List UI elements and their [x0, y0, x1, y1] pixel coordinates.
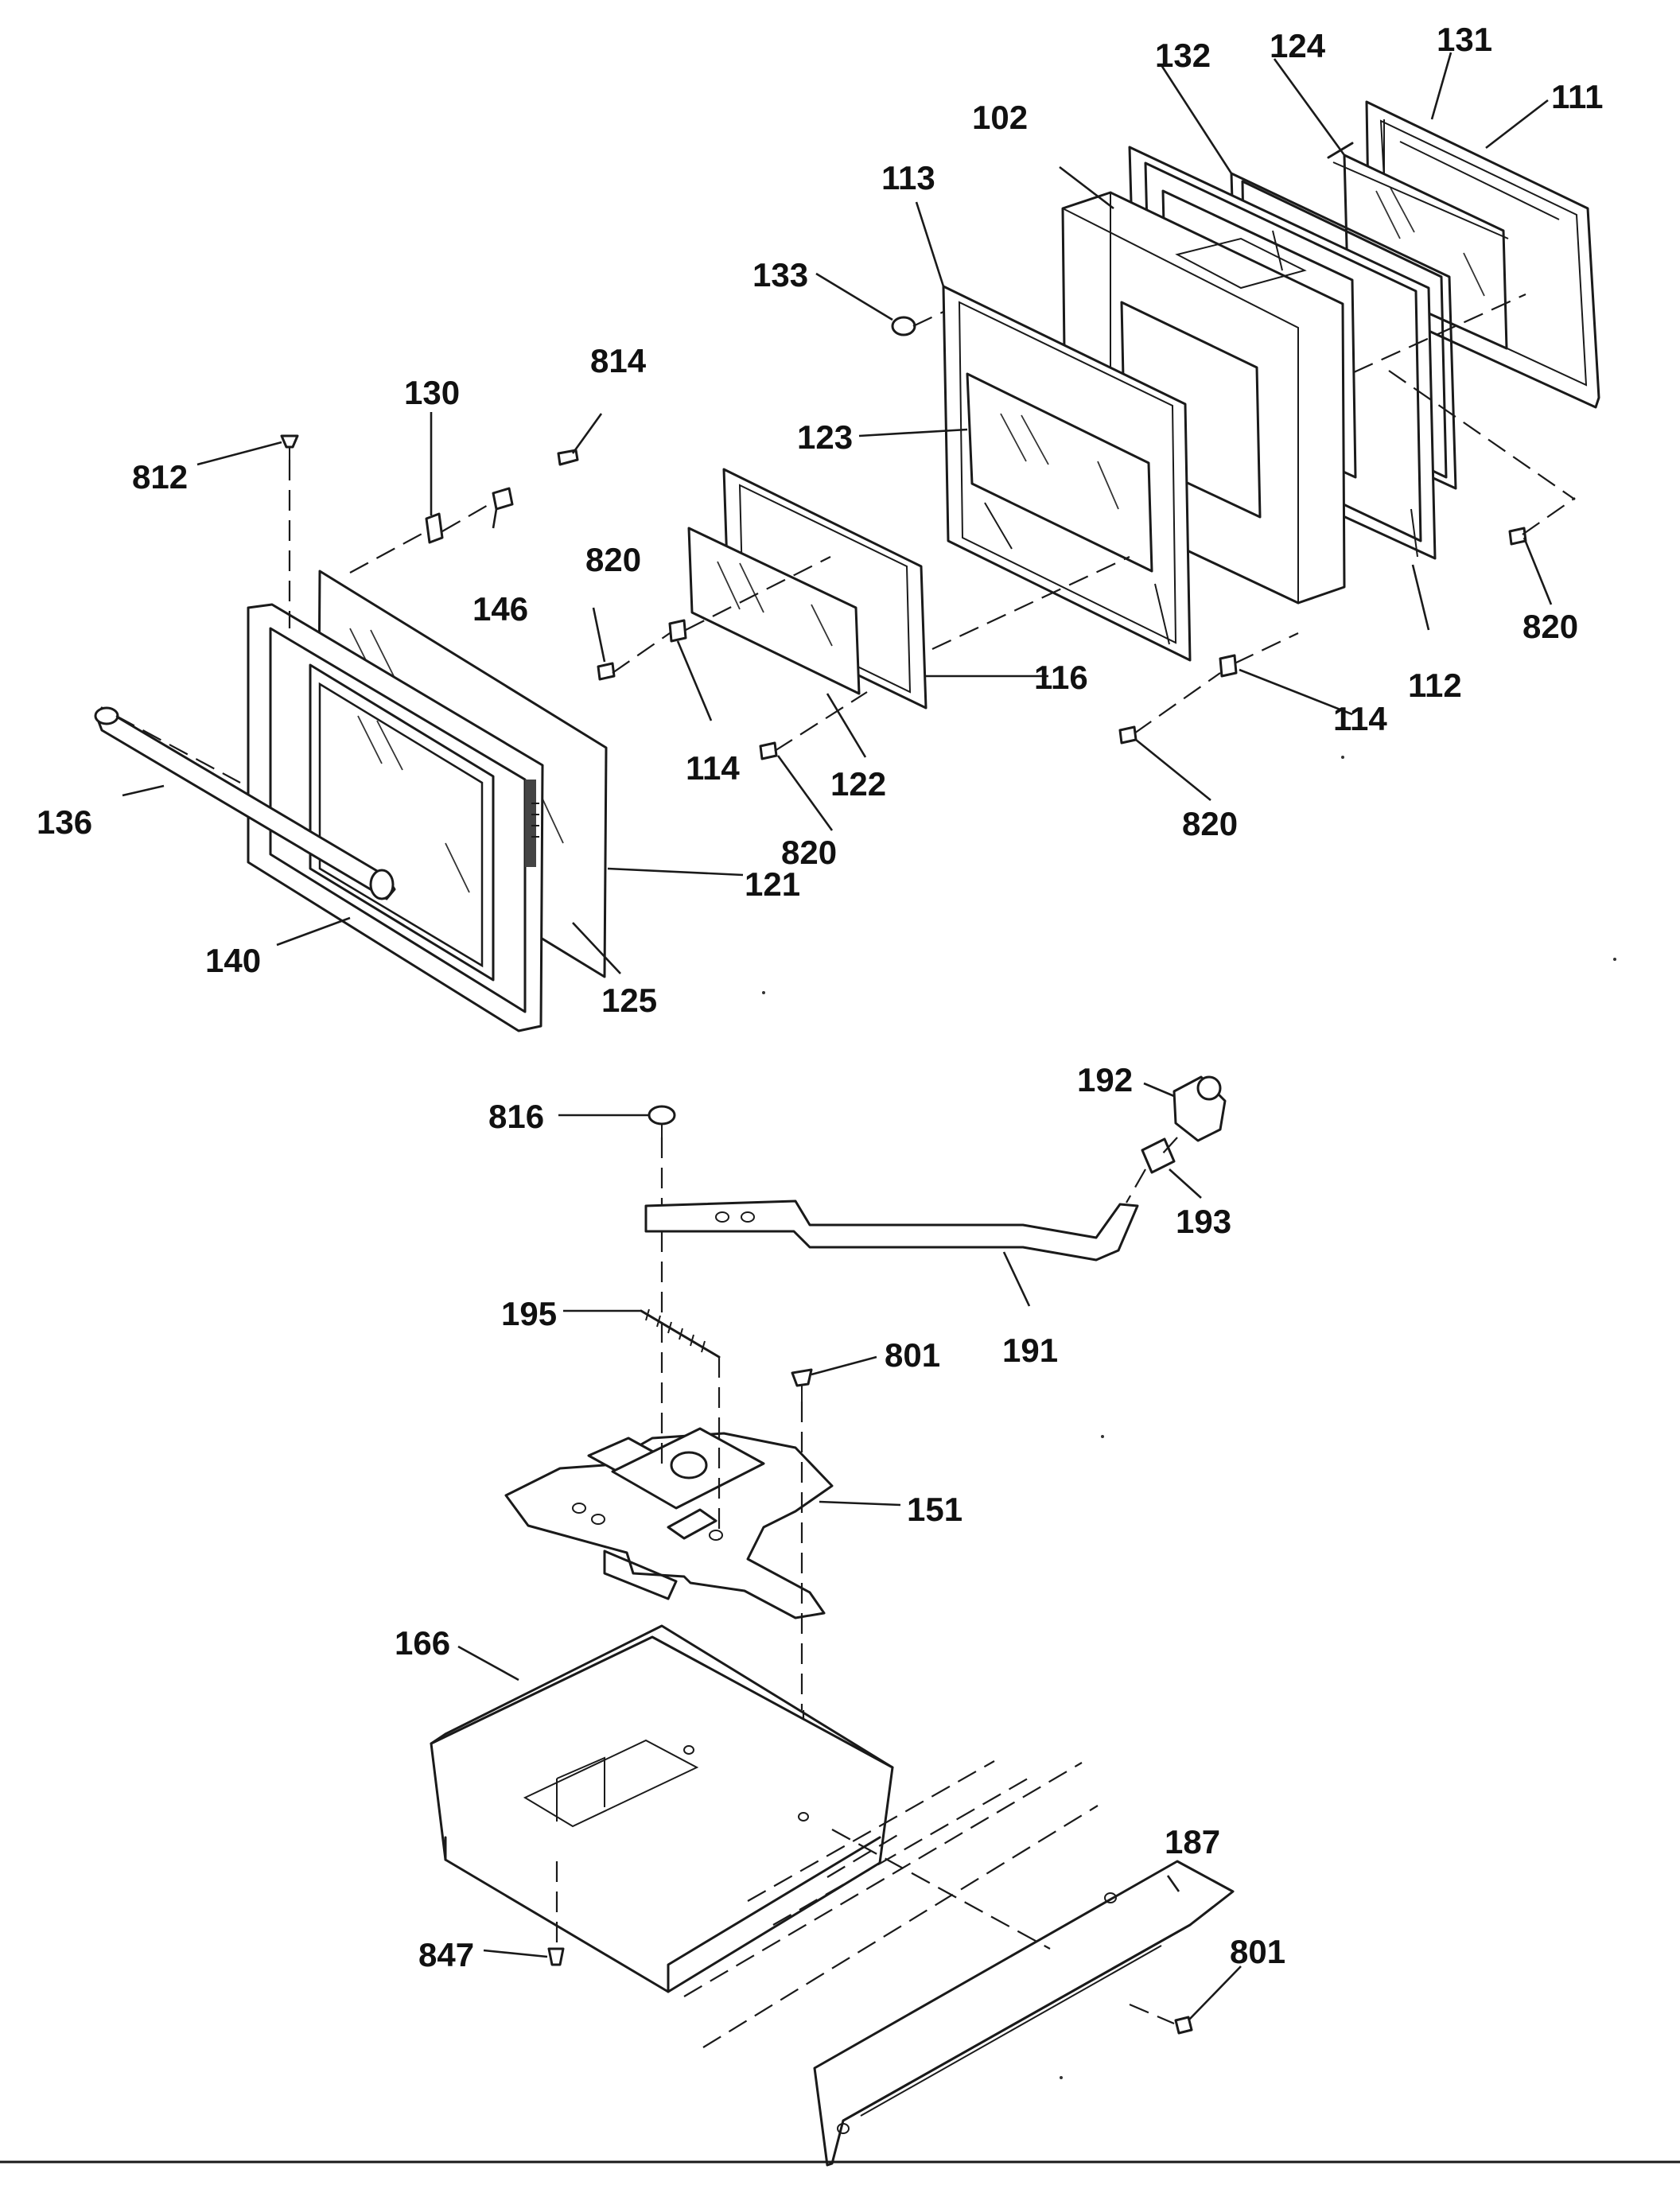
mounting-rail-outline	[683, 1760, 1099, 2048]
callout-131: 131	[1437, 21, 1492, 58]
callout-820-lower-right: 820	[1182, 805, 1238, 842]
callout-801-lower: 801	[1230, 1933, 1285, 1970]
leader-lines	[122, 52, 1553, 2021]
callout-140: 140	[205, 942, 261, 979]
part-122-middle-glass	[687, 527, 861, 695]
callout-133: 133	[752, 256, 808, 294]
part-125-vent	[531, 803, 539, 838]
callout-146: 146	[472, 590, 528, 628]
part-820-screw-right	[1508, 527, 1527, 546]
part-812-screw	[280, 434, 299, 460]
callout-814: 814	[590, 342, 647, 379]
part-191-lock-arm	[644, 1199, 1139, 1262]
callout-112: 112	[1408, 667, 1462, 704]
part-820-screw-left	[597, 662, 616, 681]
part-166-lock-box	[430, 1624, 894, 1993]
callout-111: 111	[1551, 78, 1603, 115]
callout-136: 136	[37, 803, 92, 841]
callout-166: 166	[395, 1624, 450, 1662]
callout-114-right: 114	[1333, 700, 1387, 737]
part-193-clip	[1141, 1137, 1176, 1174]
callout-125: 125	[601, 982, 657, 1019]
callout-151: 151	[907, 1491, 962, 1528]
part-816-screw	[648, 1105, 676, 1137]
callout-820-right: 820	[1522, 608, 1578, 645]
callout-191: 191	[1002, 1332, 1058, 1369]
bottom-rule	[0, 756, 1680, 2164]
part-114-clip-right	[1219, 654, 1238, 678]
part-131-rear-glass	[1343, 154, 1508, 350]
callout-122: 122	[830, 765, 886, 803]
callout-116: 116	[1034, 659, 1088, 696]
part-847-screw	[547, 1947, 565, 1966]
callout-816: 816	[488, 1098, 544, 1135]
callout-187: 187	[1165, 1823, 1220, 1860]
part-130-clip	[425, 512, 444, 544]
part-151-lock-mechanism	[504, 1427, 834, 1619]
part-136-handle	[94, 706, 396, 900]
callout-812: 812	[132, 458, 188, 496]
assembly-lines-upper	[115, 293, 1576, 783]
part-820-screw-mid	[759, 741, 778, 760]
callout-114-left: 114	[686, 749, 740, 787]
part-801-screw-lock	[791, 1368, 813, 1402]
callout-192: 192	[1077, 1061, 1133, 1098]
callout-820-mid: 820	[781, 834, 837, 871]
callout-130: 130	[404, 374, 460, 411]
part-114-clip-left	[668, 619, 687, 643]
part-192-knob	[1172, 1075, 1227, 1142]
part-801-screw-lower	[1174, 2016, 1193, 2035]
callout-124: 124	[1270, 27, 1326, 64]
callout-820-left: 820	[585, 541, 641, 578]
part-814-screw	[557, 449, 579, 466]
assembly-lines-lower	[555, 1829, 1175, 2025]
callout-123: 123	[797, 418, 853, 456]
callout-195: 195	[501, 1295, 557, 1332]
part-133-nut	[891, 316, 916, 336]
callout-102: 102	[972, 99, 1028, 136]
callout-847: 847	[418, 1936, 474, 1973]
callout-113: 113	[881, 159, 935, 196]
part-820-screw-lower-right	[1118, 725, 1138, 745]
callout-801-lock: 801	[885, 1336, 940, 1374]
callout-193: 193	[1176, 1203, 1231, 1240]
callout-132: 132	[1155, 37, 1211, 74]
part-187-bracket	[813, 1860, 1235, 2167]
part-140-door-frame	[247, 603, 544, 1032]
callout-121: 121	[745, 865, 800, 903]
part-146-bumper	[492, 487, 514, 511]
callout-labels: 102 132 124 131 111 113 133 123 820 112 …	[37, 21, 1603, 1973]
part-123-inner-glass	[966, 372, 1153, 573]
part-195-spring	[640, 1308, 721, 1359]
